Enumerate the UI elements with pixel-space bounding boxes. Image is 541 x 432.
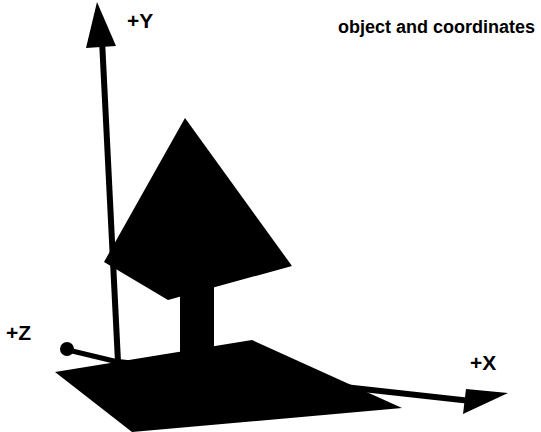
axis-label: +Z (6, 322, 31, 343)
axis-label: +X (470, 352, 496, 373)
pyramid (104, 118, 292, 300)
y-axis (102, 40, 118, 362)
z-axis-dot (60, 342, 74, 356)
axis-label: +Y (127, 10, 153, 31)
z-axis (68, 350, 118, 362)
x-axis (118, 362, 480, 402)
diagram-title: object and coordinates (338, 18, 535, 36)
x-arrowhead (463, 389, 508, 414)
y-arrowhead (86, 2, 116, 48)
